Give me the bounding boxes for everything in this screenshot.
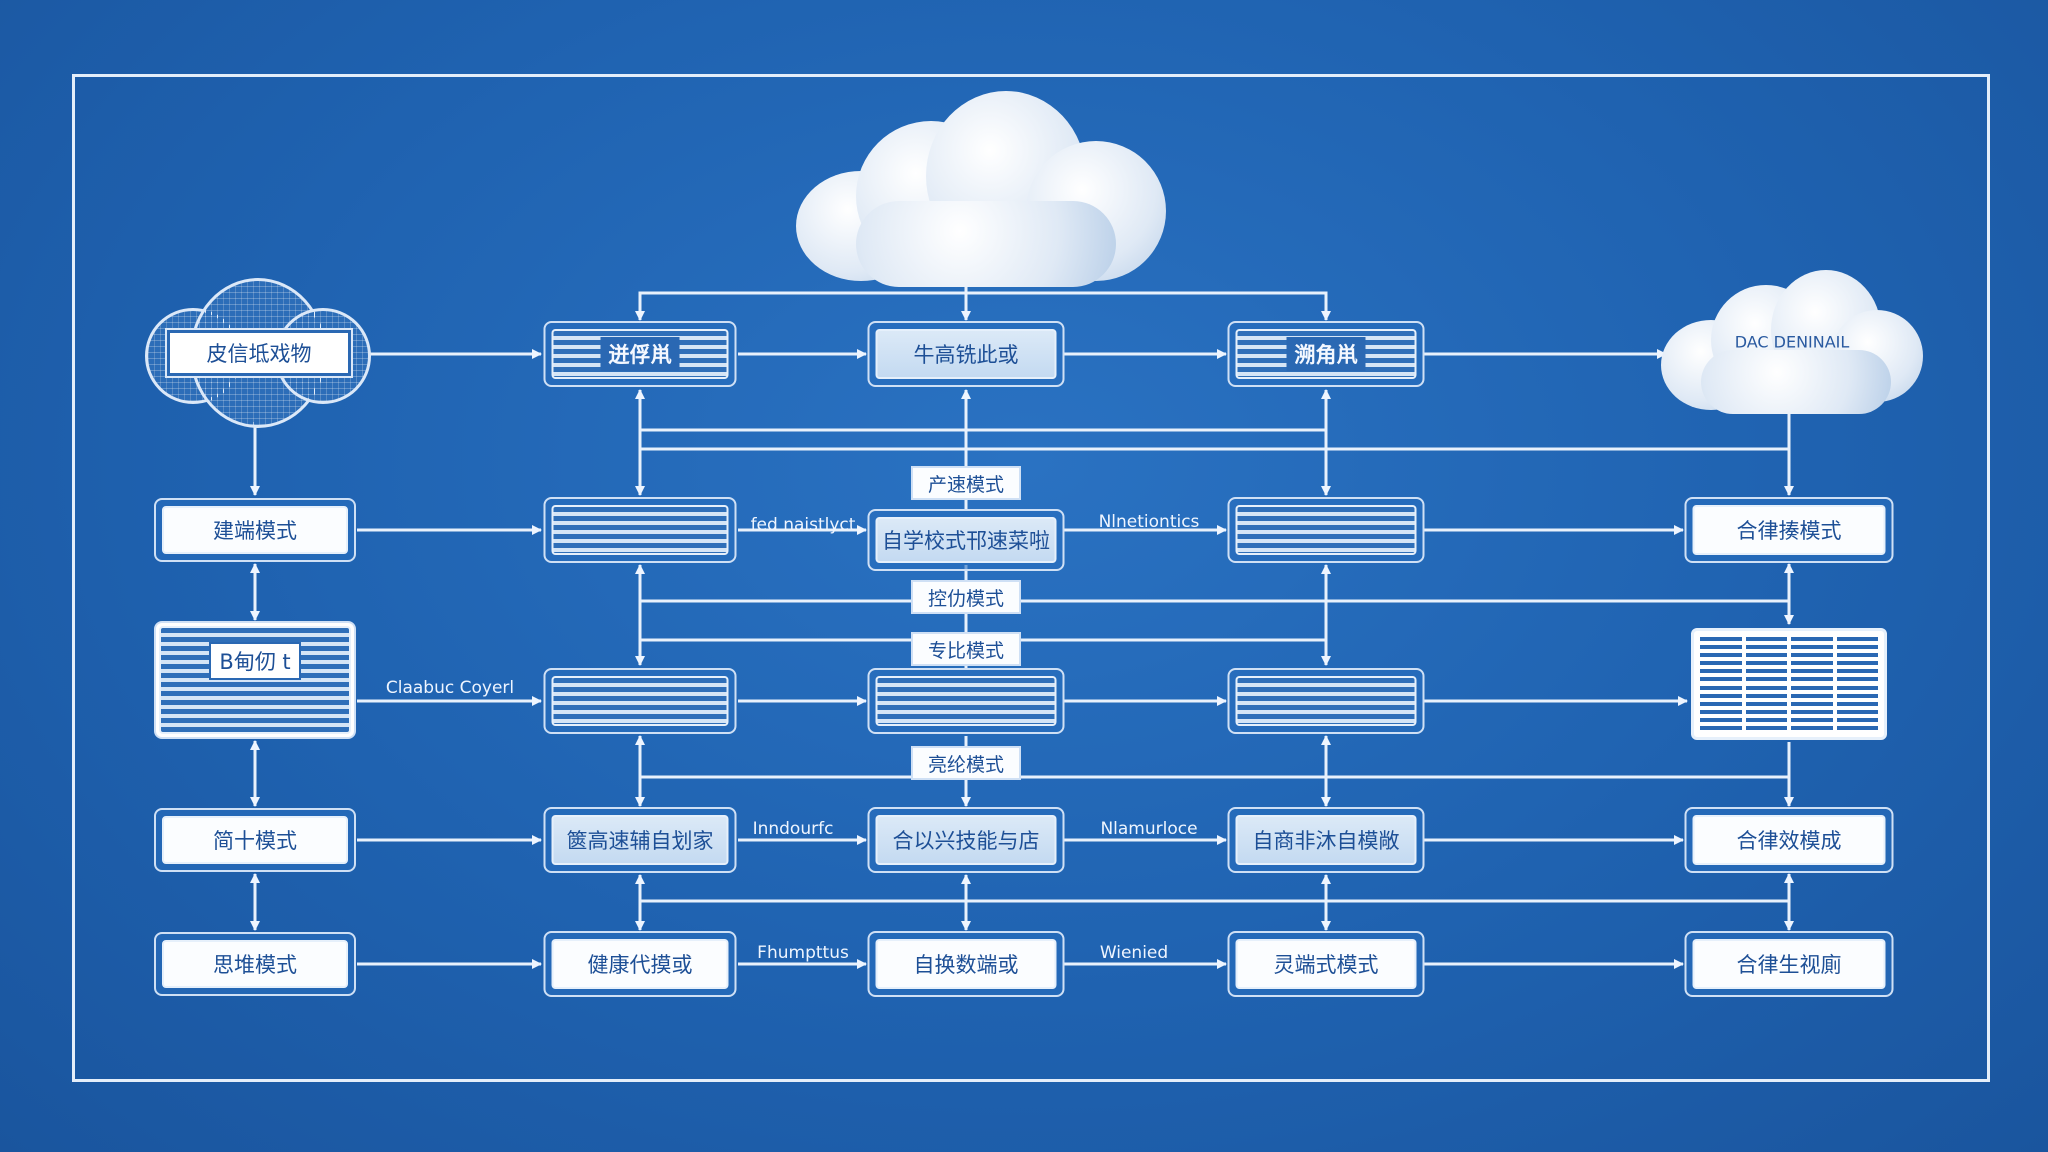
node-r1c2[interactable]: 牛高铣此或 xyxy=(867,321,1065,387)
top-cloud xyxy=(796,91,1176,287)
node-r2c2[interactable]: 自学校式邗速菜啦 xyxy=(867,509,1065,571)
node-r1c3[interactable]: 溯角鼡 xyxy=(1227,321,1425,387)
node-r2c0[interactable]: 建端模式 xyxy=(154,498,356,562)
node-r2c3[interactable] xyxy=(1227,497,1425,563)
mode-tag[interactable]: 控仂模式 xyxy=(911,580,1021,614)
node-r4c0[interactable]: 简十模式 xyxy=(154,808,356,872)
mode-tag[interactable]: 亮纶模式 xyxy=(911,746,1021,780)
source-cloud-label: 皮信坻戏物 xyxy=(165,328,353,378)
node-r3c2[interactable] xyxy=(867,668,1065,734)
node-r4c4[interactable]: 合律效模成 xyxy=(1684,807,1894,873)
node-label: 自商非沐自模敞 xyxy=(1235,815,1417,865)
node-r3c3[interactable] xyxy=(1227,668,1425,734)
node-r2c1[interactable] xyxy=(543,497,737,563)
source-cloud[interactable]: 皮信坻戏物 xyxy=(145,278,371,428)
node-label: 思堆模式 xyxy=(162,940,348,988)
node-r4c1[interactable]: 篋高速辅自划家 xyxy=(543,807,737,873)
node-label: 牛高铣此或 xyxy=(875,329,1057,379)
edge-label: Nlnetiontics xyxy=(1098,512,1200,532)
node-r3c1[interactable] xyxy=(543,668,737,734)
mode-tag[interactable]: 产速模式 xyxy=(911,466,1021,500)
node-label: 篋高速辅自划家 xyxy=(551,815,729,865)
node-label: 灵端式模式 xyxy=(1235,939,1417,989)
edge-label: Wienied xyxy=(1099,943,1169,963)
node-label: B甸仞 t xyxy=(209,642,301,680)
edge-label: Fhumpttus xyxy=(757,943,849,963)
node-r3c0[interactable]: B甸仞 t xyxy=(154,621,356,739)
edge-label: Nlamurloce xyxy=(1100,819,1198,839)
right-cloud: DAC DENINAIL xyxy=(1661,270,1923,414)
blueprint-frame xyxy=(72,74,1990,1082)
node-label: 合律效模成 xyxy=(1692,815,1886,865)
node-label: 自换数端或 xyxy=(875,939,1057,989)
node-r5c0[interactable]: 思堆模式 xyxy=(154,932,356,996)
table-grid-node[interactable] xyxy=(1691,628,1887,740)
node-r1c1[interactable]: 迸俘鼡 xyxy=(543,321,737,387)
node-r5c4[interactable]: 合律生视廁 xyxy=(1684,931,1894,997)
node-label: 迸俘鼡 xyxy=(600,337,680,371)
node-r5c3[interactable]: 灵端式模式 xyxy=(1227,931,1425,997)
node-label: 自学校式邗速菜啦 xyxy=(875,517,1057,563)
node-r5c2[interactable]: 自换数端或 xyxy=(867,931,1065,997)
right-cloud-label: DAC DENINAIL xyxy=(1734,332,1850,352)
node-r2c4[interactable]: 合律揍模式 xyxy=(1684,497,1894,563)
mode-tag[interactable]: 专比模式 xyxy=(911,632,1021,666)
edge-label: Inndourfc xyxy=(752,819,834,839)
node-r5c1[interactable]: 健康代摸或 xyxy=(543,931,737,997)
edge-label: fed naistlyct xyxy=(750,515,856,535)
node-label: 溯角鼡 xyxy=(1286,337,1366,371)
node-label: 合以兴技能与店 xyxy=(875,815,1057,865)
node-r4c3[interactable]: 自商非沐自模敞 xyxy=(1227,807,1425,873)
node-label: 建端模式 xyxy=(162,506,348,554)
node-label: 简十模式 xyxy=(162,816,348,864)
node-label: 健康代摸或 xyxy=(551,939,729,989)
node-r4c2[interactable]: 合以兴技能与店 xyxy=(867,807,1065,873)
node-label: 合律揍模式 xyxy=(1692,505,1886,555)
node-label: 合律生视廁 xyxy=(1692,939,1886,989)
edge-label: Claabuc Coyerl xyxy=(385,678,515,698)
